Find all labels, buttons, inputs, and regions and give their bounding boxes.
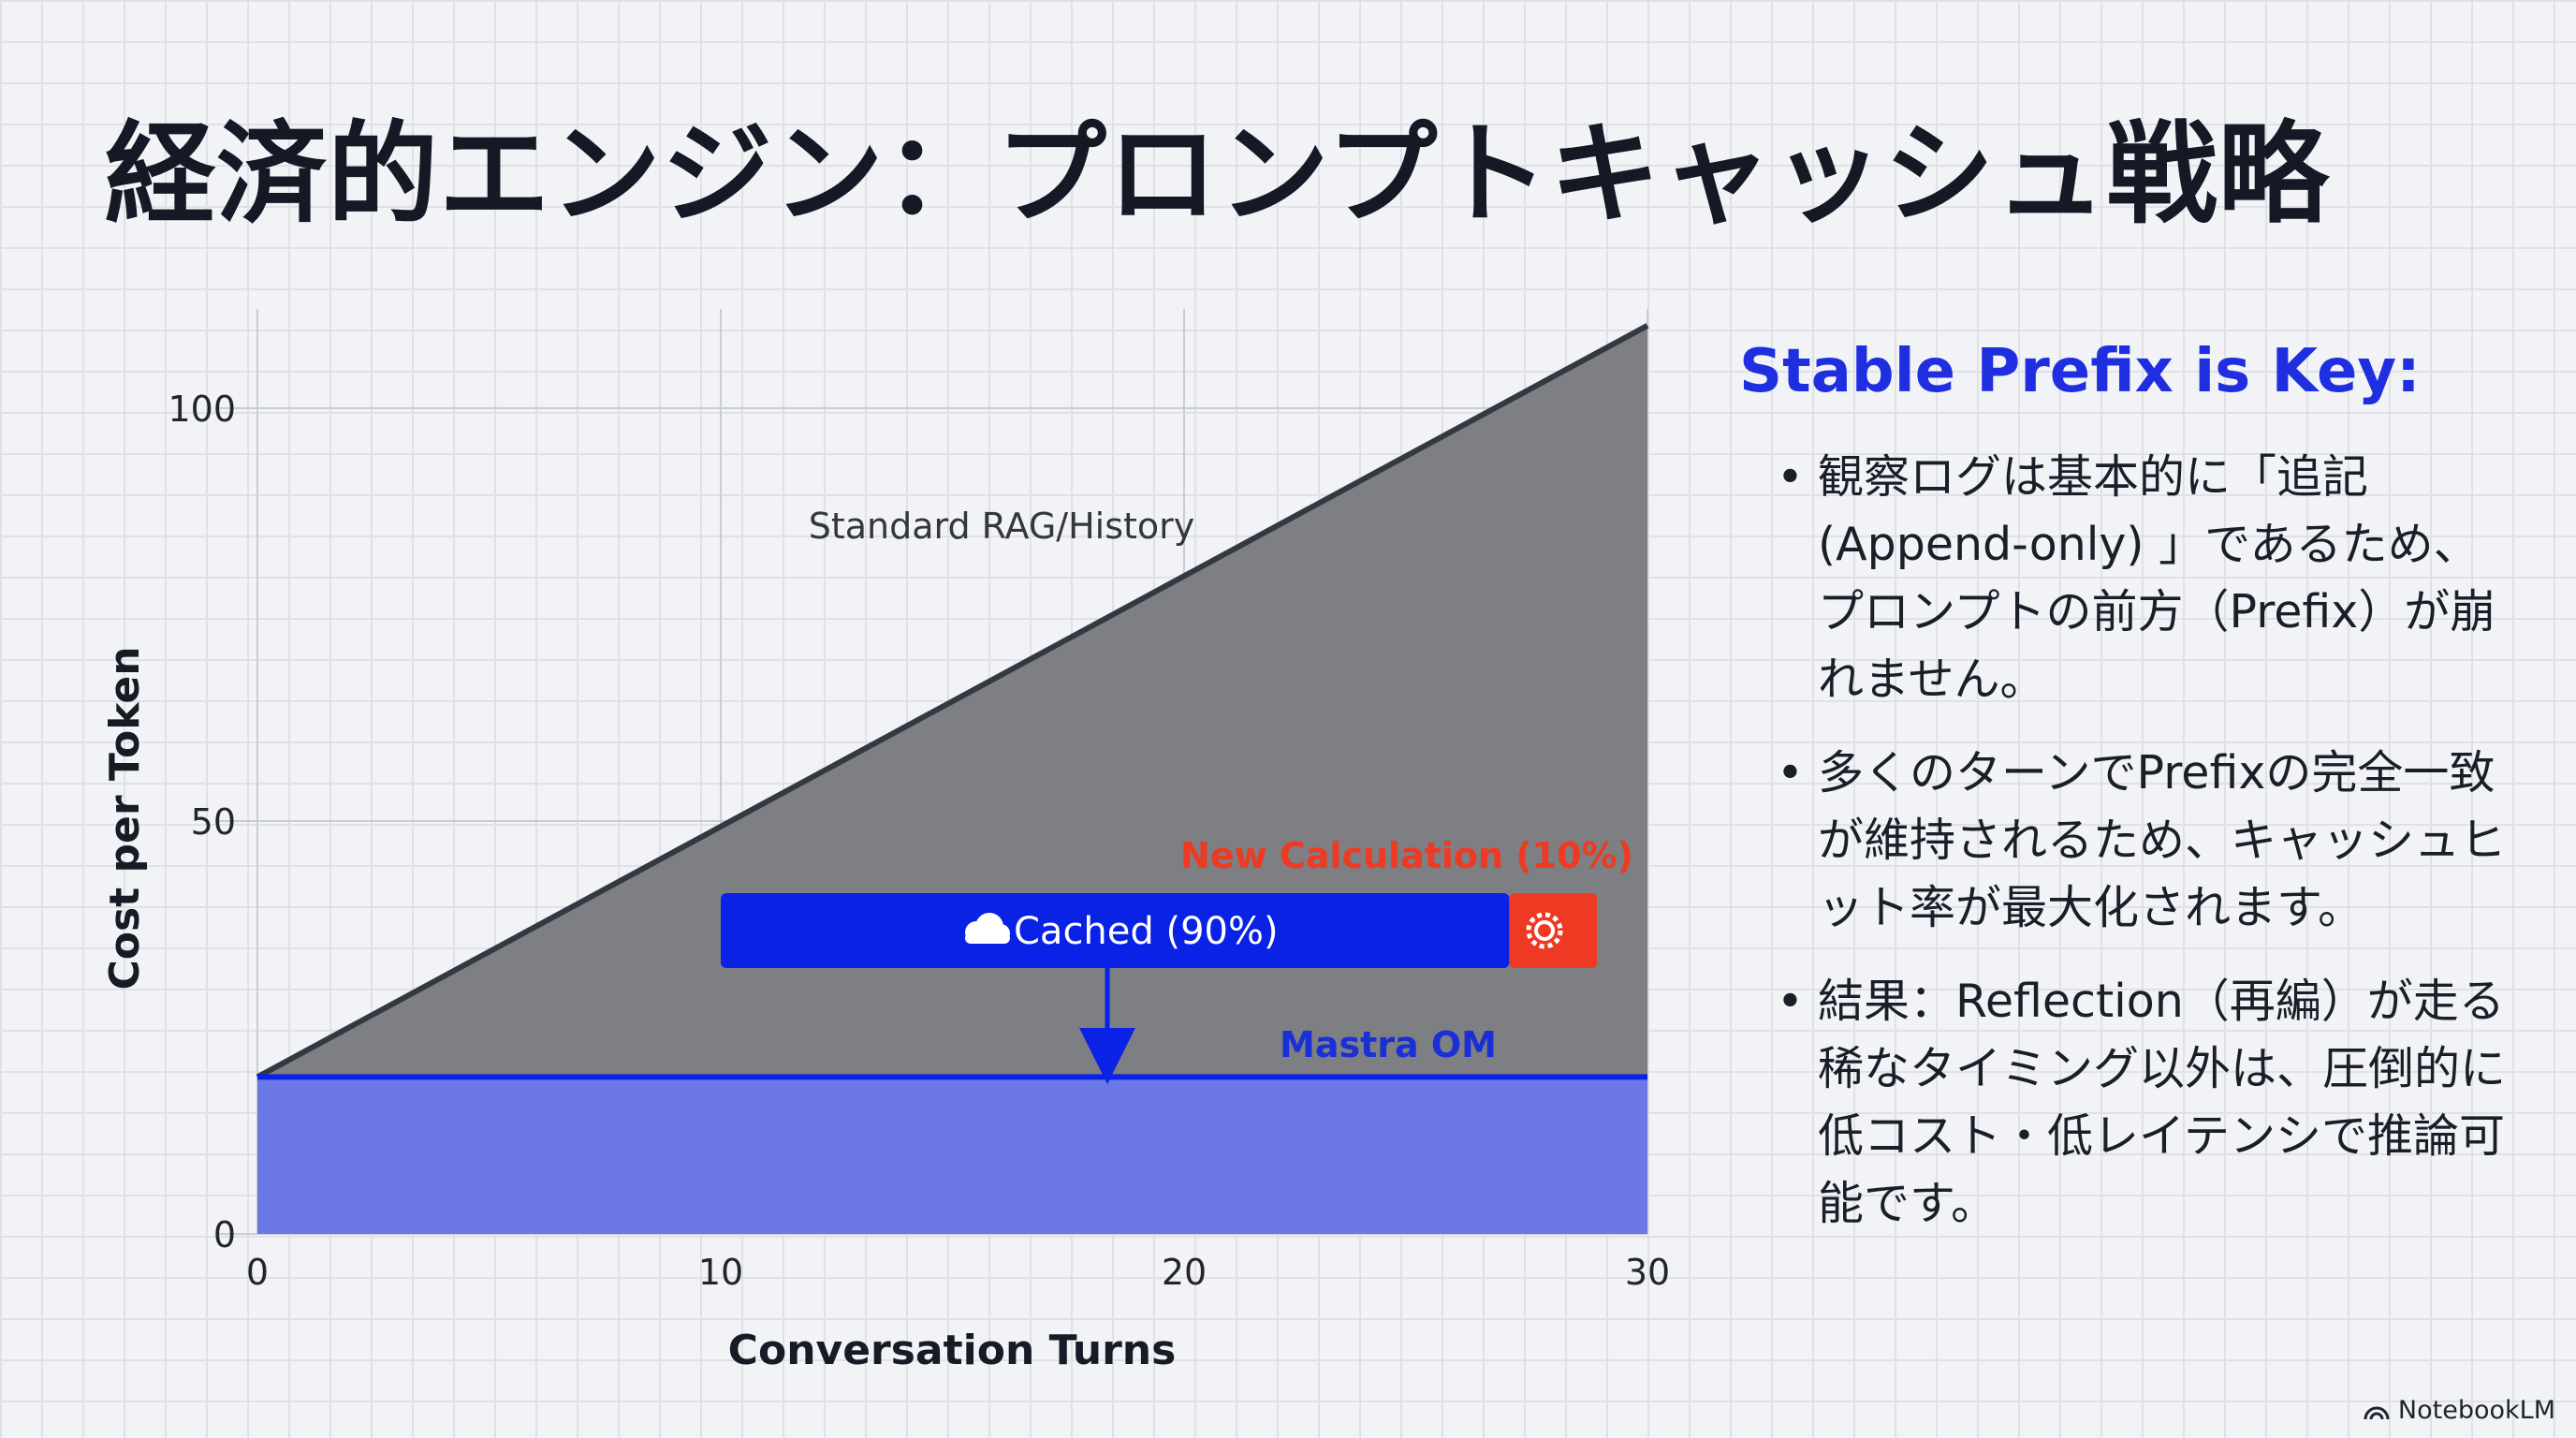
point-text: 観察ログは基本的に「追記 (Append-only) 」であるため、プロンプトの… — [1818, 450, 2496, 706]
y-tick-label: 0 — [213, 1214, 236, 1255]
series-label-standard: Standard RAG/History — [809, 506, 1195, 547]
list-item: • 観察ログは基本的に「追記 (Append-only) 」であるため、プロンプト… — [1739, 444, 2516, 713]
x-tick-label: 20 — [1162, 1252, 1207, 1293]
y-axis-label: Cost per Token — [101, 646, 149, 990]
mastra-om-area — [257, 1077, 1647, 1234]
bullet-icon: • — [1777, 746, 1804, 800]
bullet-icon: • — [1777, 975, 1804, 1028]
notebooklm-logo-icon — [2364, 1406, 2390, 1419]
page-title: 経済的エンジン：プロンプトキャッシュ戦略 — [105, 110, 2330, 239]
x-tick-label: 10 — [698, 1252, 743, 1293]
point-list: • 観察ログは基本的に「追記 (Append-only) 」であるため、プロンプト… — [1739, 444, 2516, 1238]
new-calculation-label: New Calculation (10%) — [1180, 835, 1633, 876]
y-tick-label: 50 — [191, 801, 236, 843]
list-item: • 結果：Reflection（再編）が走る稀なタイミング以外は、圧倒的に低コスト… — [1739, 968, 2516, 1238]
point-text: 多くのターンでPrefixの完全一致が維持されるため、キャッシュヒット率が最大化… — [1818, 746, 2507, 934]
x-tick-label: 30 — [1625, 1252, 1670, 1293]
brand-name: NotebookLM — [2397, 1396, 2555, 1425]
standard-rag-area — [257, 325, 1647, 1234]
series-label-mastra-om: Mastra OM — [1280, 1024, 1497, 1065]
cached-label: Cached (90%) — [1014, 910, 1279, 953]
point-text: 結果：Reflection（再編）が走る稀なタイミング以外は、圧倒的に低コスト・… — [1818, 975, 2507, 1230]
y-tick-label: 100 — [168, 389, 236, 430]
cloud-icon — [965, 913, 1010, 944]
standard-rag-line — [256, 323, 1649, 1080]
cost-chart: 0 50 100 0 10 20 30 Standard RAG/History Mastr… — [101, 309, 1670, 1374]
x-tick-label: 0 — [246, 1252, 269, 1293]
list-item: • 多くのターンでPrefixの完全一致が維持されるため、キャッシュヒット率が最大… — [1739, 740, 2516, 942]
x-axis-label: Conversation Turns — [728, 1327, 1177, 1374]
cache-split-bar: Cached (90%) — [721, 893, 1597, 1084]
gear-icon — [1526, 912, 1563, 949]
cached-segment — [721, 893, 1510, 968]
panel-heading: Stable Prefix is Key: — [1739, 337, 2421, 406]
brand-badge: NotebookLM — [2363, 1396, 2555, 1425]
bullet-icon: • — [1777, 450, 1804, 504]
info-panel: Stable Prefix is Key: • 観察ログは基本的に「追記 (App… — [1739, 337, 2516, 1264]
